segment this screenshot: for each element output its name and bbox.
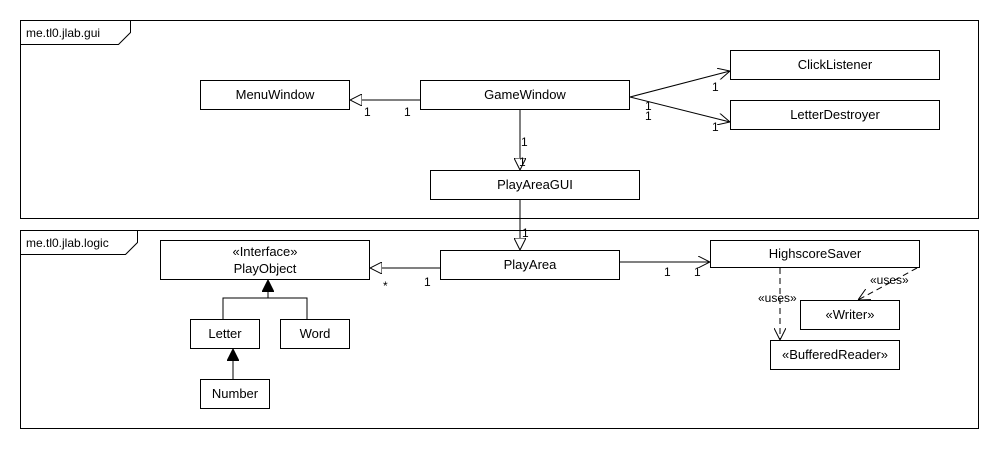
class-number-label: Number bbox=[212, 386, 259, 401]
class-playobject-box bbox=[160, 240, 370, 280]
class-playareagui-label: PlayAreaGUI bbox=[497, 177, 573, 192]
class-playareagui-box bbox=[430, 170, 640, 200]
class-number-box bbox=[200, 379, 270, 409]
class-clicklistener: ClickListener bbox=[730, 50, 940, 80]
package-logic-tab bbox=[20, 230, 138, 255]
class-bufferedreader-label: «BufferedReader» bbox=[782, 347, 888, 362]
class-clicklistener-box bbox=[730, 50, 940, 80]
class-letterdestroyer-box bbox=[730, 100, 940, 130]
package-gui-label: me.tl0.jlab.gui bbox=[26, 26, 100, 40]
uses-label-writer: «uses» bbox=[870, 273, 909, 287]
class-letter-label: Letter bbox=[208, 326, 242, 341]
multiplicity-label: 1 bbox=[519, 155, 526, 169]
class-word: Word bbox=[280, 319, 350, 349]
class-menuwindow-box bbox=[200, 80, 350, 110]
multiplicity-label: 1 bbox=[645, 99, 652, 113]
multiplicity-label: 1 bbox=[364, 105, 371, 119]
multiplicity-label: 1 bbox=[521, 135, 528, 149]
class-writer-label: «Writer» bbox=[826, 307, 875, 322]
class-bufferedreader: «BufferedReader» bbox=[770, 340, 900, 370]
class-playarea: PlayArea bbox=[440, 250, 620, 280]
class-gamewindow-label: GameWindow bbox=[484, 87, 566, 102]
class-letterdestroyer: LetterDestroyer bbox=[730, 100, 940, 130]
multiplicity-label: 1 bbox=[664, 265, 671, 279]
class-playareagui: PlayAreaGUI bbox=[430, 170, 640, 200]
classes: MenuWindow GameWindow ClickListener Lett… bbox=[160, 50, 940, 409]
multiplicity-label: 1 bbox=[645, 109, 652, 123]
class-writer-box bbox=[800, 300, 900, 330]
class-number: Number bbox=[200, 379, 270, 409]
multiplicity-label: 1 bbox=[404, 105, 411, 119]
class-letter: Letter bbox=[190, 319, 260, 349]
multiplicity-label: 1 bbox=[424, 275, 431, 289]
multiplicities: 1 1 1 1 1 1 1 1 1 * 1 1 1 bbox=[364, 80, 719, 293]
class-playobject-stereotype: «Interface» bbox=[232, 244, 297, 259]
class-playobject-label: PlayObject bbox=[234, 261, 297, 276]
multiplicity-label: * bbox=[383, 279, 388, 293]
class-bufferedreader-box bbox=[770, 340, 900, 370]
class-letterdestroyer-label: LetterDestroyer bbox=[790, 107, 880, 122]
class-word-box bbox=[280, 319, 350, 349]
class-highscoresaver-label: HighscoreSaver bbox=[769, 246, 862, 261]
multiplicity-label: 1 bbox=[694, 265, 701, 279]
class-gamewindow: GameWindow bbox=[420, 80, 630, 110]
edge-gamewindow-clicklistener bbox=[629, 71, 730, 98]
package-logic-label: me.tl0.jlab.logic bbox=[26, 236, 109, 250]
class-gamewindow-box bbox=[420, 80, 630, 110]
edge-highscoresaver-writer bbox=[858, 267, 918, 300]
class-menuwindow: MenuWindow bbox=[200, 80, 350, 110]
class-playarea-box bbox=[440, 250, 620, 280]
multiplicity-label: 1 bbox=[712, 80, 719, 94]
edge-gamewindow-letterdestroyer bbox=[629, 96, 730, 122]
dependency-labels: «uses» «uses» bbox=[758, 273, 909, 305]
class-highscoresaver: HighscoreSaver bbox=[710, 240, 920, 268]
class-writer: «Writer» bbox=[800, 300, 900, 330]
class-word-label: Word bbox=[300, 326, 331, 341]
class-menuwindow-label: MenuWindow bbox=[236, 87, 315, 102]
class-letter-box bbox=[190, 319, 260, 349]
class-highscoresaver-box bbox=[710, 240, 920, 268]
class-playobject: «Interface» PlayObject bbox=[160, 240, 370, 280]
package-gui-tab bbox=[20, 20, 131, 45]
multiplicity-label: 1 bbox=[522, 226, 529, 240]
multiplicity-label: 1 bbox=[712, 120, 719, 134]
uses-label-reader: «uses» bbox=[758, 291, 797, 305]
class-clicklistener-label: ClickListener bbox=[798, 57, 873, 72]
connections bbox=[222, 71, 918, 379]
class-playarea-label: PlayArea bbox=[504, 257, 558, 272]
edge-generalization-branch bbox=[222, 297, 308, 319]
